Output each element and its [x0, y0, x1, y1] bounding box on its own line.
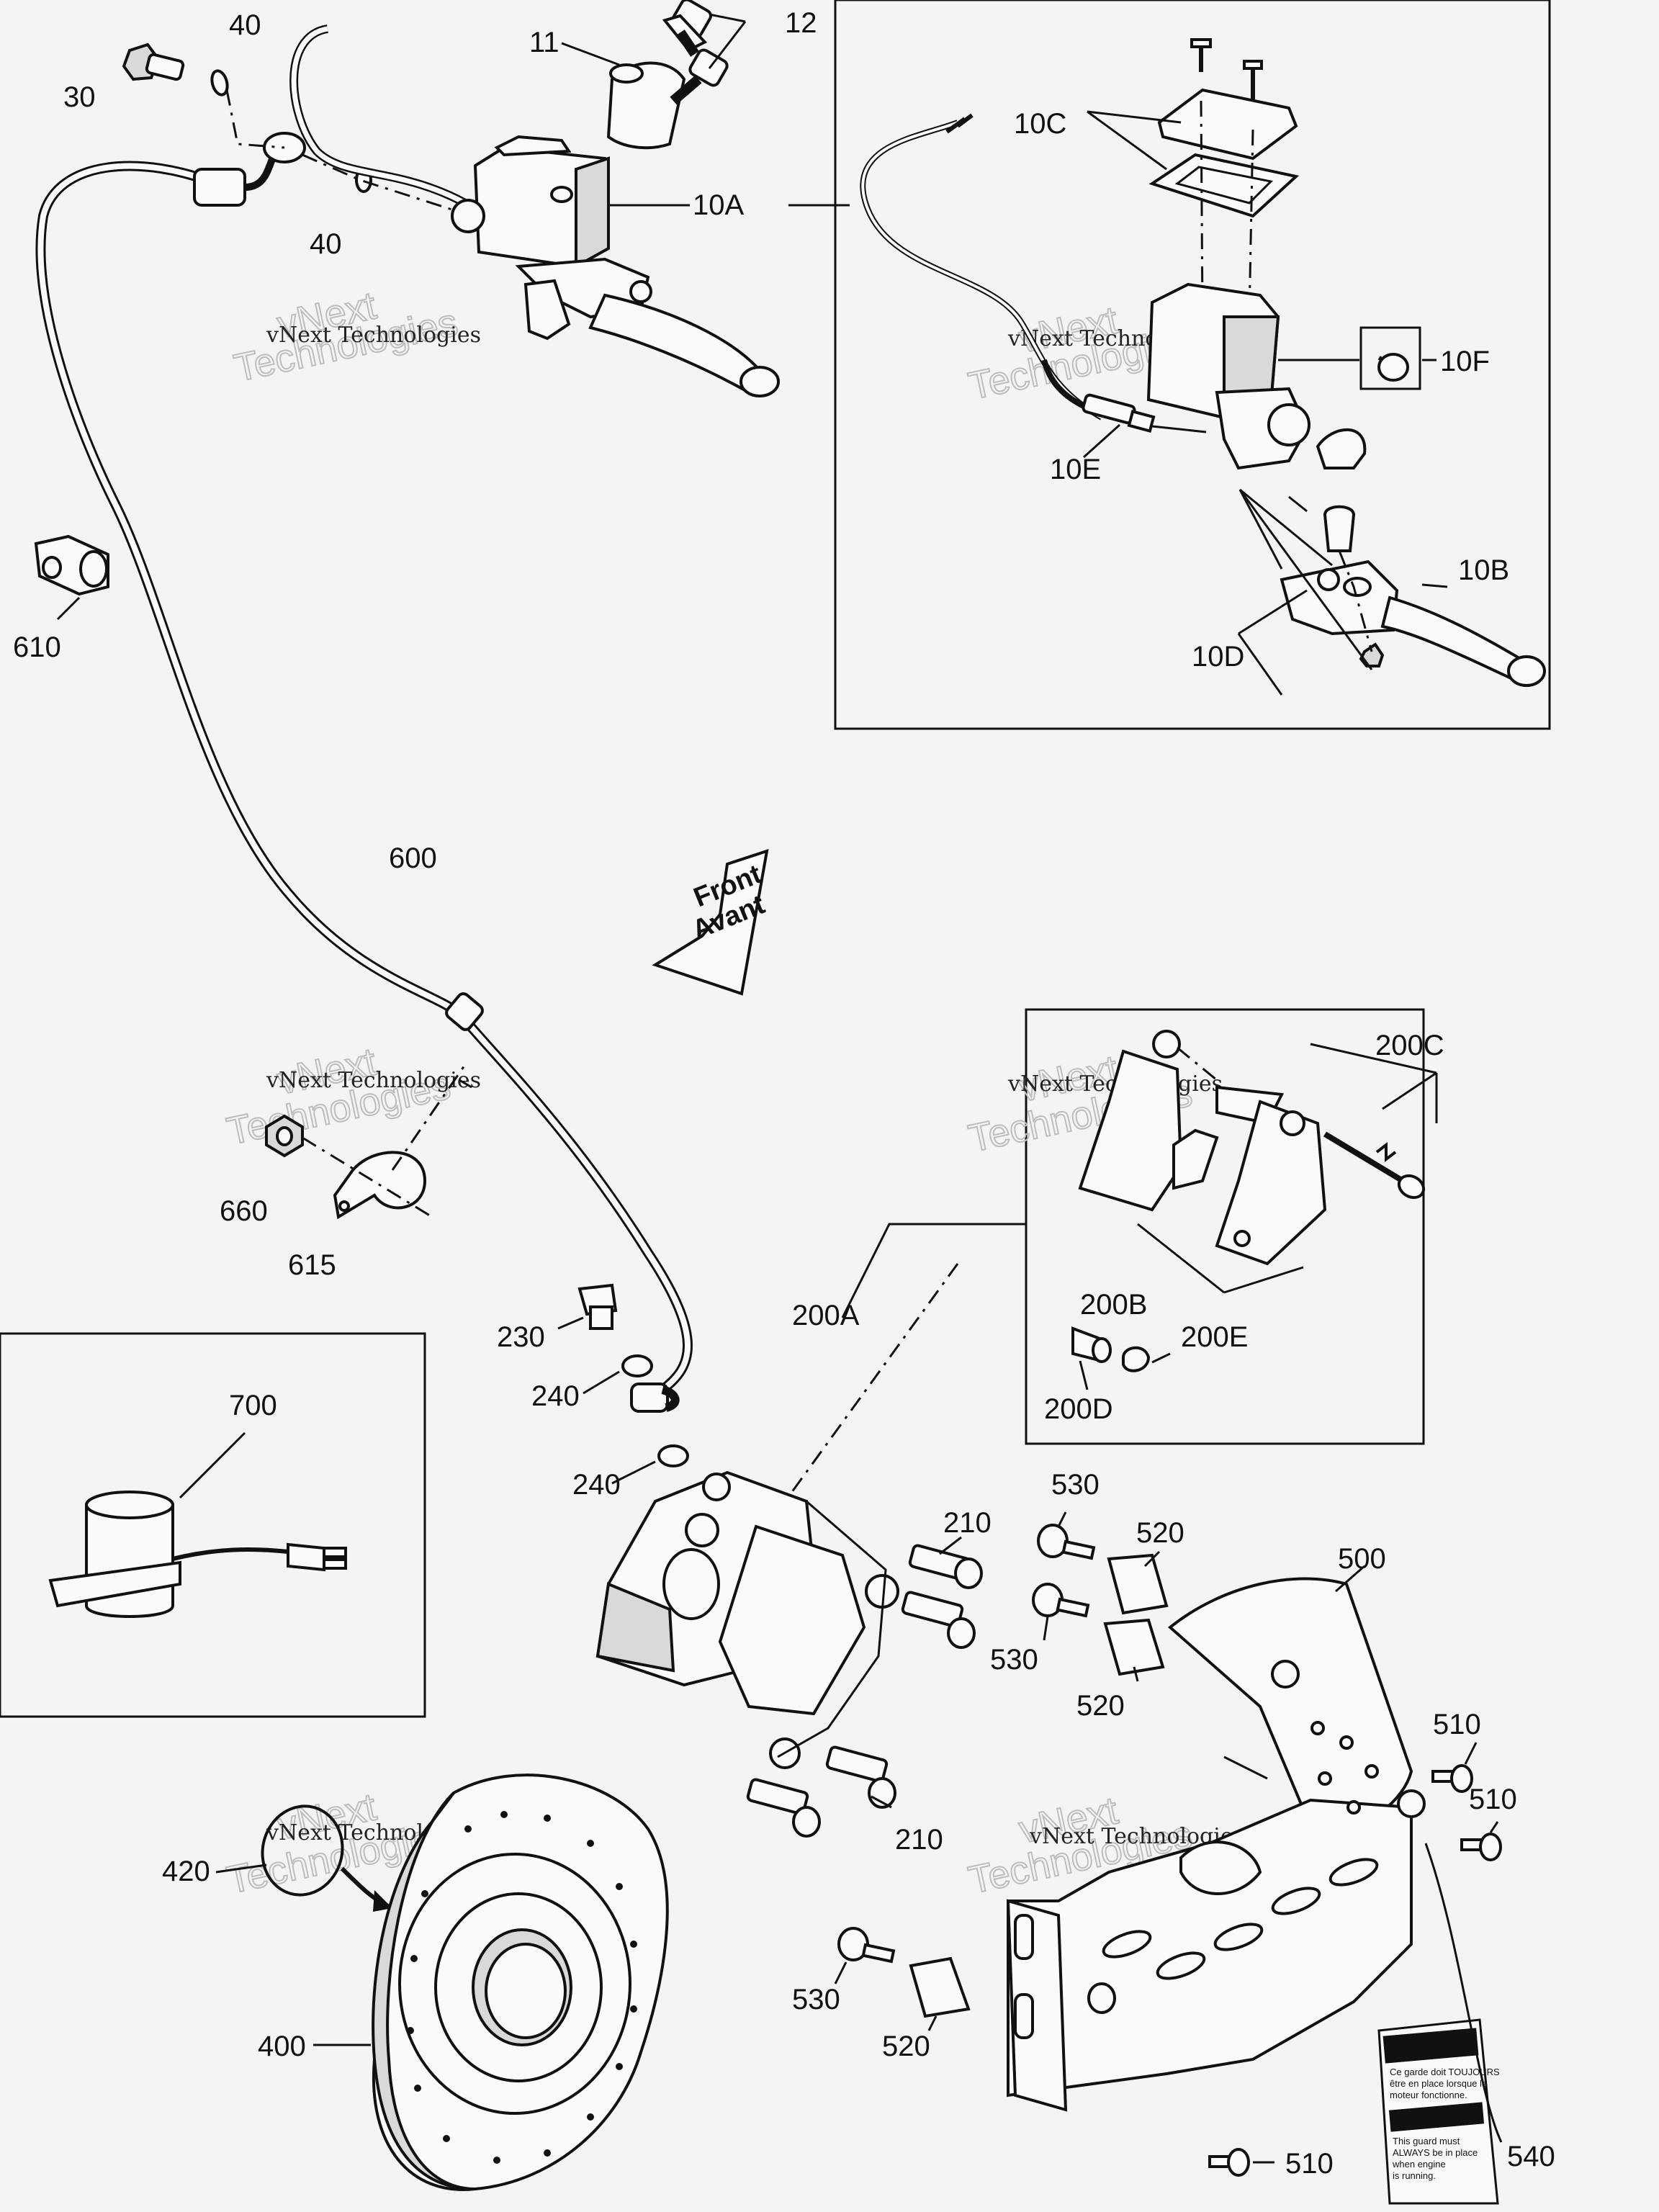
svg-text:moteur fonctionne.: moteur fonctionne. — [1390, 2090, 1467, 2100]
label-420: 420 — [162, 1856, 210, 1887]
washer-240-lower — [657, 1444, 689, 1467]
label-530-top: 530 — [1051, 1469, 1100, 1501]
bolt-12-upper — [662, 0, 712, 57]
reservoir-cap-10C — [1148, 88, 1300, 218]
label-210-lower: 210 — [895, 1824, 943, 1856]
svg-text:This guard must: This guard must — [1393, 2136, 1460, 2146]
svg-text:être en place lorsque le: être en place lorsque le — [1390, 2078, 1487, 2089]
bleeder-200D — [1071, 1326, 1112, 1363]
label-600: 600 — [389, 842, 437, 874]
svg-text:vNext Technologies: vNext Technologies — [266, 1068, 481, 1093]
lever-10B — [1280, 559, 1546, 687]
watermark-1: Technologies vNext vNext Technologies — [230, 283, 481, 390]
label-240-lower: 240 — [572, 1469, 621, 1501]
watermark-3: Technologies vNext vNext Technologies — [222, 1039, 481, 1154]
label-40-lower: 40 — [310, 228, 342, 260]
label-10F: 10F — [1440, 346, 1490, 377]
screw-510-b — [1460, 1833, 1502, 1861]
brake-switch-10E — [1041, 359, 1156, 433]
label-200D: 200D — [1044, 1393, 1113, 1425]
label-510-bottom: 510 — [1285, 2148, 1334, 2180]
sensor-700 — [48, 1491, 347, 1618]
screw-top-right — [1243, 60, 1263, 101]
inset-brake-pad-box — [1025, 1008, 1425, 1445]
svg-text:ALWAYS be in place: ALWAYS be in place — [1393, 2147, 1478, 2158]
label-240-upper: 240 — [531, 1380, 580, 1412]
spacer-520-a — [1107, 1553, 1169, 1615]
inset-sensor-box — [0, 1332, 426, 1718]
bleeder-cap-200E — [1122, 1346, 1151, 1372]
warning-decal-540: Ce garde doit TOUJOURS être en place lor… — [1377, 2018, 1500, 2205]
label-400: 400 — [258, 2031, 306, 2062]
part-labels: 30 40 40 11 12 10A 10C 10F 10E 10B 10D 6… — [13, 7, 1555, 2180]
label-540: 540 — [1507, 2141, 1555, 2172]
washer-40-top — [210, 69, 229, 96]
screw-530-a — [1037, 1524, 1096, 1560]
master-cylinder-10A — [451, 135, 780, 397]
label-200C: 200C — [1375, 1030, 1444, 1061]
bolt-230 — [577, 1283, 618, 1330]
screw-530-b — [1032, 1583, 1090, 1618]
master-cylinder-inset-body — [1146, 282, 1310, 470]
caliper-bolt-210-b — [901, 1591, 976, 1649]
brake-pad-200B-left — [1078, 1030, 1183, 1212]
label-530-mid: 530 — [990, 1644, 1038, 1676]
label-200A: 200A — [792, 1300, 860, 1331]
screw-510-a — [1431, 1764, 1473, 1793]
label-210-upper: 210 — [943, 1507, 992, 1539]
front-direction-arrow: Front Avant — [652, 849, 769, 996]
label-200B: 200B — [1080, 1289, 1147, 1321]
label-520-top: 520 — [1136, 1517, 1184, 1549]
label-10D: 10D — [1192, 641, 1244, 673]
banjo-fitting-lower — [630, 1382, 669, 1413]
washer-240-upper — [621, 1354, 653, 1377]
spacer-520-b — [1103, 1618, 1165, 1676]
caliper-bolt-210-d — [746, 1778, 821, 1838]
label-40-top: 40 — [229, 9, 261, 41]
label-510-mid: 510 — [1469, 1784, 1517, 1815]
boot-cap — [1316, 428, 1367, 469]
pad-pin-200C — [1323, 1131, 1426, 1200]
snap-ring-420 — [261, 1804, 344, 1897]
brake-disc-400 — [372, 1773, 669, 2191]
label-510-top: 510 — [1433, 1709, 1481, 1740]
label-520-bottom: 520 — [882, 2031, 930, 2062]
label-500: 500 — [1338, 1543, 1386, 1575]
label-700: 700 — [229, 1390, 277, 1421]
label-230: 230 — [497, 1321, 545, 1353]
screw-top-left — [1190, 38, 1212, 72]
label-530-bottom: 530 — [792, 1984, 840, 2015]
banjo-bolt-30 — [122, 42, 185, 81]
label-520-mid: 520 — [1076, 1690, 1125, 1722]
label-12: 12 — [785, 7, 817, 39]
label-11: 11 — [529, 27, 559, 58]
screw-530-c — [837, 1927, 896, 1964]
caliper-bolt-210-a — [908, 1544, 983, 1589]
brake-guard-500 — [1006, 1577, 1426, 2112]
brake-pad-200B-right — [1215, 1100, 1327, 1266]
svg-text:is running.: is running. — [1393, 2170, 1436, 2181]
svg-text:Ce garde doit TOUJOURS: Ce garde doit TOUJOURS — [1390, 2067, 1500, 2077]
label-615: 615 — [288, 1249, 336, 1281]
svg-text:when engine: when engine — [1392, 2159, 1446, 2170]
brake-caliper-200A — [595, 1470, 899, 1769]
screw-510-c — [1208, 2148, 1250, 2177]
label-10A: 10A — [693, 189, 744, 221]
inset-master-cylinder-box — [834, 0, 1551, 730]
label-30: 30 — [63, 81, 96, 113]
svg-text:vNext Technologies: vNext Technologies — [266, 323, 481, 348]
label-660: 660 — [220, 1195, 268, 1227]
reservoir-sight-10F — [1359, 326, 1421, 390]
label-10B: 10B — [1458, 554, 1509, 586]
label-610: 610 — [13, 631, 61, 663]
label-10C: 10C — [1014, 108, 1066, 140]
lever-pivot-pin — [1323, 505, 1356, 552]
spacer-520-c — [909, 1956, 971, 2018]
caliper-bolt-210-c — [825, 1745, 896, 1809]
label-10E: 10E — [1050, 454, 1101, 485]
hose-bracket-610 — [34, 534, 109, 596]
clamp-11 — [606, 61, 686, 150]
label-200E: 200E — [1181, 1321, 1248, 1353]
